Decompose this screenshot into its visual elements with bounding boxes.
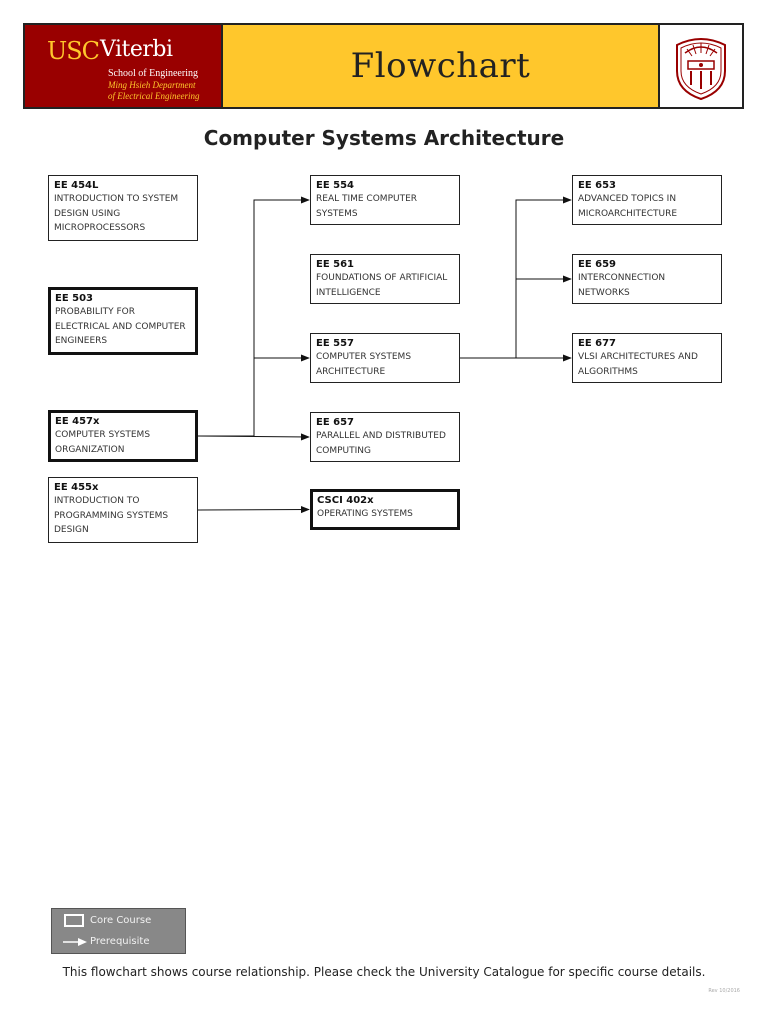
course-code: EE 457x [55,416,100,427]
course-node-ee554: EE 554 REAL TIME COMPUTER SYSTEMS [310,175,460,225]
brand-dept-line2: of Electrical Engineering [108,91,200,101]
course-code: EE 561 [316,259,355,270]
course-name: INTERCONNECTION NETWORKS [578,273,666,298]
course-name: PARALLEL AND DISTRIBUTED COMPUTING [316,431,446,456]
prerequisite-arrow-icon [63,938,87,946]
course-name: VLSI ARCHITECTURES AND ALGORITHMS [578,352,698,377]
course-code: EE 653 [578,180,617,191]
course-code: EE 554 [316,180,355,191]
course-node-ee503: EE 503 PROBABILITY FOR ELECTRICAL AND CO… [48,287,198,355]
course-name: OPERATING SYSTEMS [317,509,413,519]
course-name: INTRODUCTION TO PROGRAMMING SYSTEMS DESI… [54,496,169,535]
course-node-ee657: EE 657 PARALLEL AND DISTRIBUTED COMPUTIN… [310,412,460,462]
course-node-ee561: EE 561 FOUNDATIONS OF ARTIFICIAL INTELLI… [310,254,460,304]
edge-ee457x-to-ee557 [198,354,310,437]
brand-viterbi: Viterbi [100,37,173,62]
brand-usc: USC [47,37,100,65]
course-name: COMPUTER SYSTEMS ARCHITECTURE [316,352,412,377]
course-node-ee557: EE 557 COMPUTER SYSTEMS ARCHITECTURE [310,333,460,383]
header-banner: USC Viterbi School of Engineering Ming H… [23,23,744,109]
edge-ee457x-to-ee657 [197,433,310,441]
brand-dept-line1: Ming Hsieh Department [108,80,196,90]
course-code: CSCI 402x [317,495,374,506]
edge-ee455x-to-csci402x [197,505,310,514]
course-code: EE 557 [316,338,355,349]
course-name: COMPUTER SYSTEMS ORGANIZATION [55,430,151,455]
brand-department: Ming Hsieh Department of Electrical Engi… [108,80,199,102]
course-node-ee677: EE 677 VLSI ARCHITECTURES AND ALGORITHMS [572,333,722,383]
legend-core-label: Core Course [90,915,152,926]
course-node-ee455x: EE 455x INTRODUCTION TO PROGRAMMING SYST… [48,477,198,543]
course-node-ee659: EE 659 INTERCONNECTION NETWORKS [572,254,722,304]
course-node-ee653: EE 653 ADVANCED TOPICS IN MICROARCHITECT… [572,175,722,225]
course-code: EE 503 [55,293,94,304]
header-title: Flowchart [350,46,531,86]
course-node-ee457x: EE 457x COMPUTER SYSTEMS ORGANIZATION [48,410,198,462]
core-course-box-icon [64,914,84,927]
course-code: EE 677 [578,338,617,349]
usc-seal-icon [660,25,742,107]
brand-school: School of Engineering [108,68,198,79]
course-name: INTRODUCTION TO SYSTEM DESIGN USING MICR… [54,194,179,233]
course-code: EE 454L [54,180,99,191]
usc-viterbi-logo: USC Viterbi School of Engineering Ming H… [25,25,221,107]
page-title: Computer Systems Architecture [203,126,565,150]
course-name: PROBABILITY FOR ELECTRICAL AND COMPUTER … [55,307,186,346]
edge-ee557-to-ee659 [460,275,572,359]
legend: Core Course Prerequisite [51,908,186,954]
course-name: ADVANCED TOPICS IN MICROARCHITECTURE [578,194,678,219]
header-title-bar: Flowchart [221,25,660,107]
course-node-ee454l: EE 454L INTRODUCTION TO SYSTEM DESIGN US… [48,175,198,241]
legend-prereq-label: Prerequisite [90,936,150,947]
revision-note: Rev 10/2016 [708,988,740,994]
course-name: FOUNDATIONS OF ARTIFICIAL INTELLIGENCE [316,273,448,298]
course-code: EE 657 [316,417,355,428]
footer-note: This flowchart shows course relationship… [62,965,706,979]
course-node-csci402x: CSCI 402x OPERATING SYSTEMS [310,489,460,530]
course-code: EE 659 [578,259,617,270]
course-name: REAL TIME COMPUTER SYSTEMS [316,194,418,219]
course-code: EE 455x [54,482,99,493]
